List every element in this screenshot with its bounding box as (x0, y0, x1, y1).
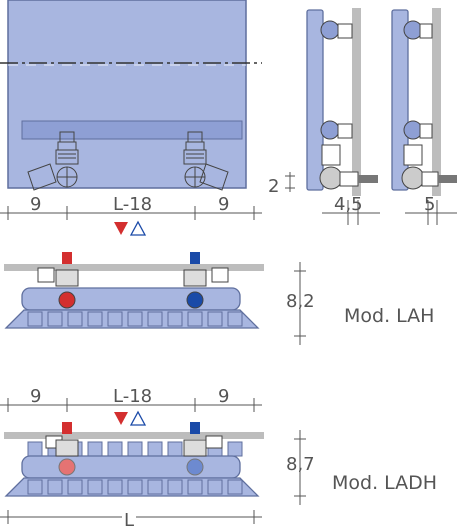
return-triangle-icon (129, 220, 147, 236)
ladh-supply-triangle-icon (114, 412, 128, 425)
dim-height-top: 2 (268, 176, 279, 197)
dim-center-top: L-18 (113, 194, 152, 215)
ladh-supply-valve (45, 422, 79, 476)
ladh-return-triangle-icon (129, 410, 147, 426)
lah-return-valve (183, 252, 207, 309)
ladh-model-label: Mod. LADH (332, 472, 437, 494)
side-view-a: 4,5 (306, 8, 380, 225)
lah-fins (27, 311, 243, 327)
ladh-dim-center: L-18 (113, 386, 152, 407)
right-valve (183, 131, 229, 191)
left-valve (27, 131, 79, 191)
side-view-b: 5 (391, 8, 457, 225)
dim-left-top: 9 (30, 194, 41, 215)
lah-dim-height: 8,2 (286, 291, 315, 312)
ladh-dim-left: 9 (30, 386, 41, 407)
ladh-dim-total: L (124, 510, 134, 530)
ladh-return-valve (183, 422, 223, 476)
lah-clips (37, 267, 229, 283)
ladh-bottom-fins (27, 479, 243, 495)
ladh-collector (21, 455, 241, 479)
radiator-panel (7, 0, 247, 189)
dim-right-top: 9 (218, 194, 229, 215)
lah-model-label: Mod. LAH (344, 305, 434, 327)
ladh-dim-right: 9 (218, 386, 229, 407)
ladh-dim-height: 8,7 (286, 454, 315, 475)
collector-bar (21, 120, 243, 140)
dim-side-b: 5 (424, 194, 435, 215)
front-view: 2 9 L-18 9 (0, 0, 295, 236)
supply-triangle-icon (114, 222, 128, 235)
lah-collector (21, 287, 241, 311)
lah-supply-valve (55, 252, 79, 309)
dim-side-a: 4,5 (334, 194, 363, 215)
lah-section: 8,2 Mod. LAH (4, 252, 434, 345)
ladh-section: 9 L-18 9 (0, 386, 437, 530)
